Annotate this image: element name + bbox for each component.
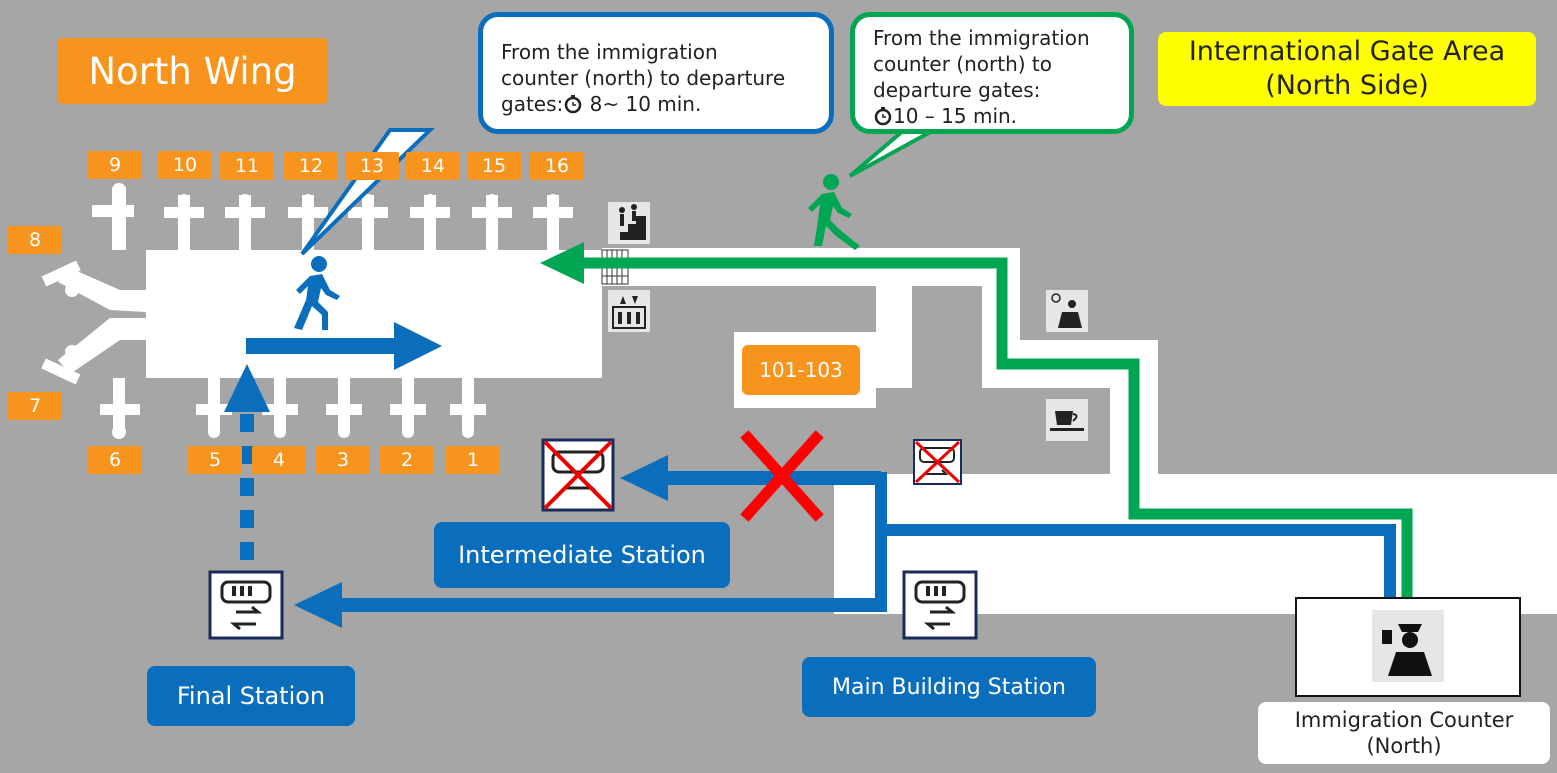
gate-14: 14 — [406, 152, 460, 180]
pier-7 — [41, 345, 81, 385]
gate-piers-top — [92, 183, 573, 250]
walker-blue-icon — [294, 256, 340, 330]
pier-16 — [533, 194, 573, 250]
blue-arrowhead-concourse — [394, 322, 442, 370]
pier-2 — [390, 378, 426, 438]
officer-icon — [1372, 610, 1444, 682]
pier-4 — [262, 378, 298, 438]
bubble-green-line4: 10 – 15 min. — [873, 103, 1090, 129]
immigration-label-line1: Immigration Counter — [1294, 708, 1514, 732]
gate-4: 4 — [252, 446, 306, 474]
blue-arrowhead-intermediate — [620, 455, 668, 501]
pier-8 — [41, 260, 81, 297]
gate-16: 16 — [530, 152, 584, 180]
train-closed-icon-small — [913, 439, 962, 485]
bubble-blue-line3-prefix: gates: — [501, 92, 564, 116]
closed-x-icon — [740, 430, 824, 522]
area-title: International Gate Area (North Side) — [1158, 32, 1536, 106]
lounge-stem — [876, 286, 912, 388]
gate-5: 5 — [188, 446, 242, 474]
lounge-gates-label: 101-103 — [742, 345, 860, 395]
area-title-line1: International Gate Area — [1188, 36, 1506, 67]
bubble-green: From the immigration counter (north) to … — [850, 12, 1134, 134]
pier-13 — [348, 194, 388, 250]
clock-icon — [874, 107, 892, 126]
gate-1: 1 — [446, 446, 500, 474]
immigration-label-line2: (North) — [1366, 734, 1442, 758]
finger-upper-left — [58, 268, 146, 312]
gate-13: 13 — [345, 152, 399, 180]
pier-10 — [164, 194, 204, 250]
bubble-blue-line1: From the immigration — [501, 40, 718, 64]
clock-icon — [565, 95, 582, 114]
area-title-line2: (North Side) — [1265, 70, 1429, 101]
pier-5 — [196, 378, 232, 438]
bubble-blue-line3-suffix: 8~ 10 min. — [583, 92, 702, 116]
pier-1 — [450, 378, 486, 438]
pier-6 — [100, 378, 140, 439]
pier-3 — [326, 378, 362, 438]
north-wing-concourse — [146, 250, 602, 378]
gate-7: 7 — [8, 392, 62, 420]
final-station-label: Final Station — [147, 666, 355, 726]
bubble-blue: From the immigration counter (north) to … — [478, 12, 834, 134]
train-icon-final — [208, 570, 284, 640]
main-building-station-label: Main Building Station — [802, 657, 1096, 717]
cafe-icon — [1046, 399, 1088, 441]
gate-9: 9 — [88, 151, 142, 179]
gate-10: 10 — [158, 151, 212, 179]
intermediate-station-label: Intermediate Station — [434, 522, 730, 588]
bubble-green-line4-suffix: 10 – 15 min. — [893, 104, 1018, 128]
blue-arrowhead-up — [224, 364, 270, 412]
blue-route — [880, 524, 1396, 598]
train-closed-icon-intermediate — [541, 438, 615, 512]
gate-piers-side — [41, 260, 81, 385]
finger-lower-left — [58, 318, 146, 374]
gate-12: 12 — [284, 152, 338, 180]
pier-9 — [92, 183, 134, 250]
bubble-green-line2: counter (north) to — [873, 52, 1053, 76]
gate-11: 11 — [220, 152, 274, 180]
train-icon-main — [902, 570, 978, 640]
pier-12 — [288, 194, 328, 250]
pier-11 — [225, 194, 265, 250]
blue-arrowhead-final — [294, 582, 342, 628]
gate-8: 8 — [8, 226, 62, 254]
gate-15: 15 — [467, 152, 521, 180]
bubble-green-line3: departure gates: — [873, 78, 1041, 102]
elevator-icon — [608, 290, 650, 332]
pier-14 — [410, 194, 450, 250]
pier-15 — [472, 194, 512, 250]
walker-green-icon — [808, 174, 860, 250]
bubble-green-line1: From the immigration — [873, 26, 1090, 50]
bubble-blue-line3: gates: 8~ 10 min. — [501, 91, 785, 117]
immigration-label: Immigration Counter (North) — [1258, 702, 1550, 764]
gate-2: 2 — [380, 446, 434, 474]
gate-3: 3 — [316, 446, 370, 474]
gate-piers-bottom — [100, 378, 486, 439]
bubble-green-tail — [848, 128, 935, 178]
green-route — [580, 257, 1413, 598]
gate-6: 6 — [88, 446, 142, 474]
stairs-icon — [608, 202, 650, 244]
bubble-blue-line2: counter (north) to departure — [501, 66, 786, 90]
lounge-icon — [1046, 290, 1088, 332]
green-route-arrowhead — [540, 242, 584, 284]
wing-title: North Wing — [57, 38, 328, 104]
